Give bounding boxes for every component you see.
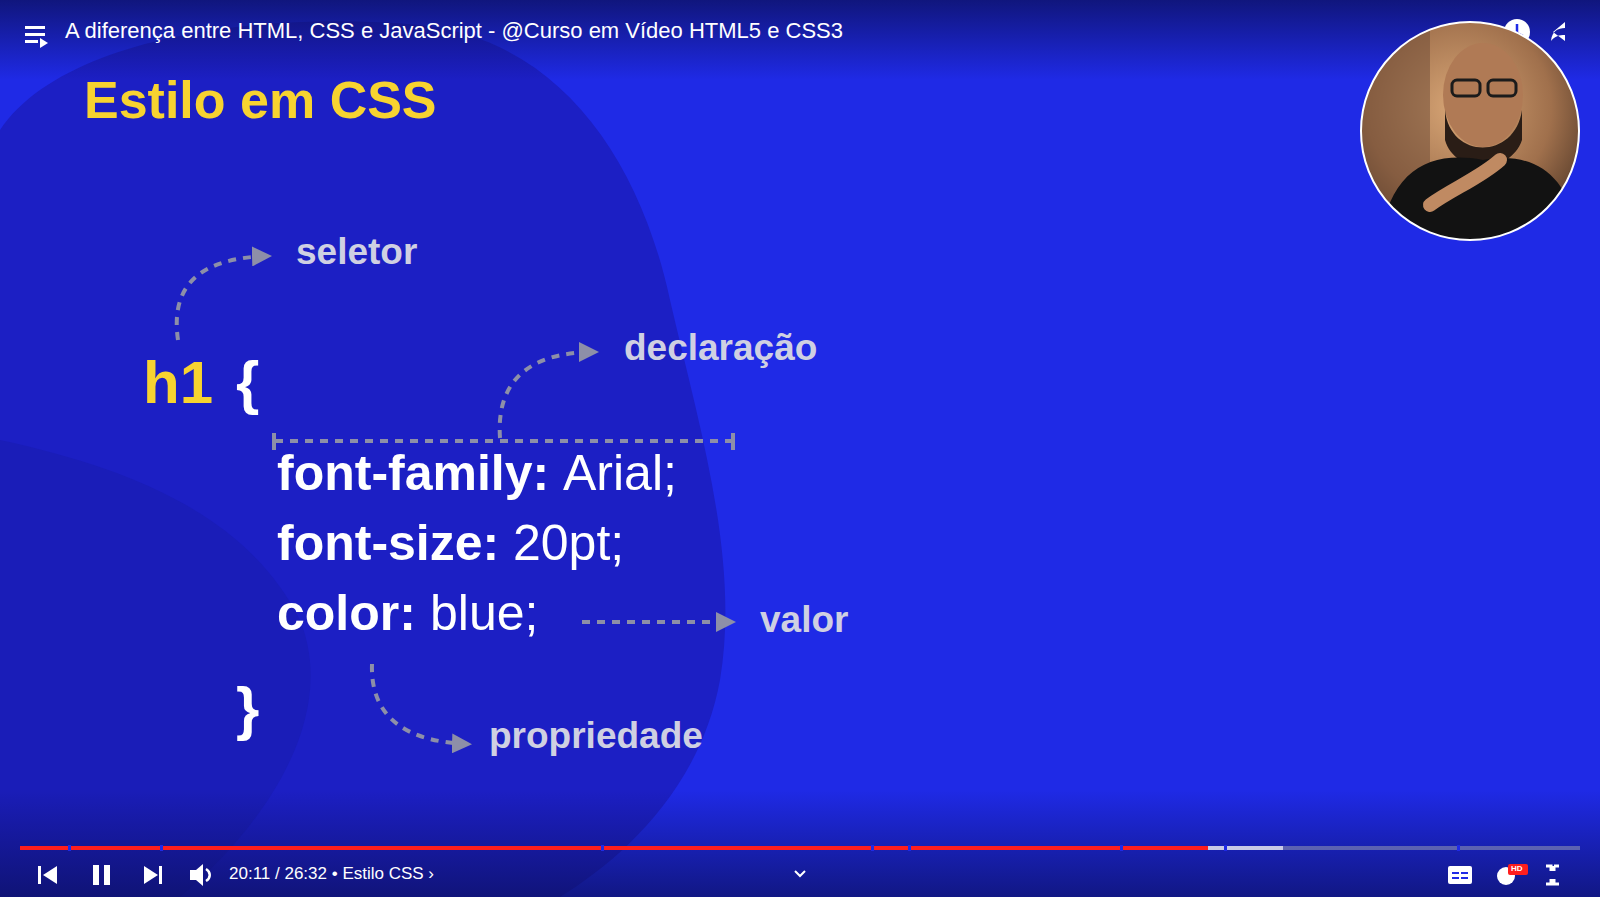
slide-title: Estilo em CSS [84,72,437,129]
css-property: font-size: [277,516,499,571]
player-controls [38,864,1559,886]
css-value: Arial; [563,446,677,501]
caption-icon-lines [1452,872,1468,879]
bottom-shade [0,790,1600,897]
share-icon [1551,22,1565,41]
time-display: 20:11 / 26:32 • Estilo CSS › [229,865,434,884]
selector-leader [177,256,268,340]
top-shade [0,0,1600,80]
css-brace: } [236,676,259,742]
declaration-leader [500,352,595,438]
video-title: A diferença entre HTML, CSS e JavaScript… [65,19,843,43]
annotation-label: declaração [624,328,817,369]
property-leader [372,664,468,744]
annotation-label: valor [760,600,848,641]
webcam-border [1361,22,1579,240]
playlist-icon [25,26,48,48]
css-property: color: [277,586,416,641]
progress-track [20,846,1580,850]
annotation-label: seletor [296,232,417,273]
css-selector: h1 [143,350,213,416]
css-value: 20pt; [513,516,624,571]
css-brace: { [236,350,259,416]
value-leader [582,620,732,624]
progress-played [20,846,1208,850]
declaration-bracket [275,439,732,443]
chapter-gaps [68,845,1460,851]
webcam-overlay [1360,20,1580,240]
annotation-label: propriedade [489,716,703,757]
background-blob [0,21,725,897]
progress-buffered [1208,846,1283,850]
css-property: font-family: [277,446,549,501]
hd-badge: HD [1511,865,1523,874]
css-value: blue; [430,586,538,641]
